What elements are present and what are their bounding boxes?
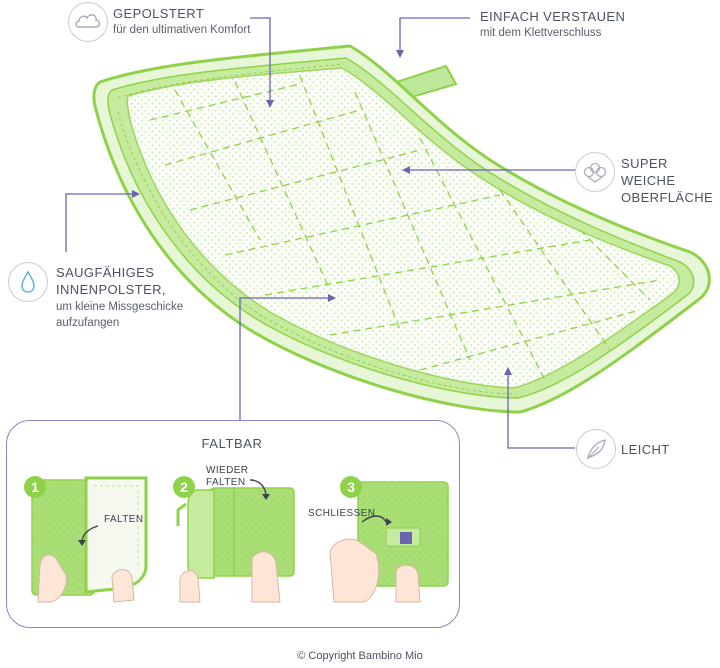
- step-2-label-line2: FALTEN: [206, 477, 246, 488]
- step-1-label: FALTEN: [104, 514, 144, 525]
- copyright: © Copyright Bambino Mio: [297, 650, 423, 662]
- droplet-icon: [8, 262, 48, 302]
- absorbent-subtitle: um kleine Missgeschicke aufzufangen: [56, 299, 183, 331]
- soft-title-line1: SUPER WEICHE: [621, 156, 676, 188]
- soft-title-line2: OBERFLÄCHE: [621, 190, 714, 205]
- step-3-number: 3: [340, 476, 362, 498]
- callout-lines: [65, 17, 610, 449]
- cotton-icon: [575, 152, 615, 192]
- padded-title: GEPOLSTERT: [113, 6, 205, 21]
- stow-subtitle: mit dem Klettverschluss: [480, 27, 602, 39]
- step-1-illustration: [31, 476, 148, 603]
- step-1-number: 1: [24, 476, 46, 498]
- stow-title: EINFACH VERSTAUEN: [480, 9, 626, 24]
- step-3-illustration: [329, 481, 449, 603]
- step-2-label-line1: WIEDER: [206, 465, 249, 476]
- padded-subtitle: für den ultimativen Komfort: [113, 24, 251, 36]
- absorbent-title-line1: SAUGFÄHIGES: [56, 265, 155, 280]
- changing-pad-illustration: [92, 44, 711, 414]
- absorbent-sub-line2: aufzufangen: [56, 317, 120, 329]
- feather-icon: [576, 429, 616, 469]
- foldable-title: FALTBAR: [201, 436, 263, 451]
- absorbent-title: SAUGFÄHIGES INNENPOLSTER,: [56, 264, 166, 298]
- step-2-illustration: [176, 479, 295, 603]
- step-2-label: WIEDER FALTEN: [206, 465, 248, 489]
- cloud-icon: [68, 2, 108, 42]
- light-title: LEICHT: [621, 442, 670, 457]
- step-2-number: 2: [173, 476, 195, 498]
- absorbent-sub-line1: um kleine Missgeschicke: [56, 301, 184, 313]
- absorbent-title-line2: INNENPOLSTER,: [56, 282, 166, 297]
- step-3-label: SCHLIESSEN: [308, 508, 376, 519]
- soft-title: SUPER WEICHE OBERFLÄCHE: [621, 155, 720, 206]
